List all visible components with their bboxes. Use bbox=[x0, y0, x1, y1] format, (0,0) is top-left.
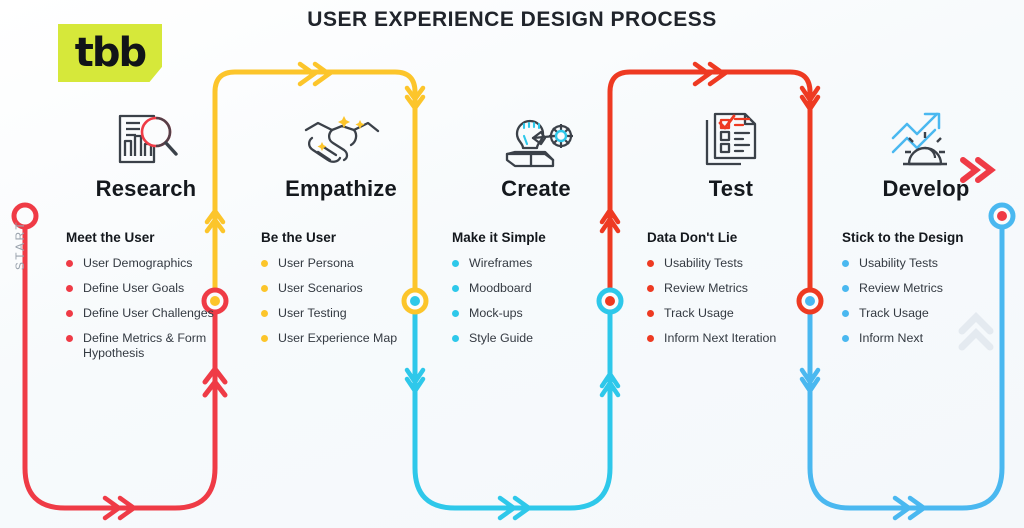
list-item: User Persona bbox=[261, 256, 439, 271]
list-item: Inform Next bbox=[842, 331, 1024, 346]
list-item: Define Metrics & Form Hypothesis bbox=[66, 331, 244, 361]
list-item-label: Moodboard bbox=[469, 281, 532, 295]
list-item: User Scenarios bbox=[261, 281, 439, 296]
list-item-label: User Testing bbox=[278, 306, 347, 320]
list-item-label: Wireframes bbox=[469, 256, 533, 270]
list-item-label: Track Usage bbox=[664, 306, 734, 320]
bullet-dot bbox=[647, 335, 654, 342]
list-item: Usability Tests bbox=[647, 256, 829, 271]
stage-subhead: Make it Simple bbox=[452, 230, 546, 245]
list-item: Usability Tests bbox=[842, 256, 1024, 271]
list-item-label: Inform Next Iteration bbox=[664, 331, 777, 345]
list-item: Track Usage bbox=[842, 306, 1024, 321]
bullet-dot bbox=[452, 335, 459, 342]
bullet-dot bbox=[452, 260, 459, 267]
bullet-dot bbox=[66, 285, 73, 292]
list-item: Review Metrics bbox=[842, 281, 1024, 296]
logo-text: tbb bbox=[74, 30, 147, 76]
list-item-label: Define Metrics & Form Hypothesis bbox=[83, 331, 207, 360]
list-item: Inform Next Iteration bbox=[647, 331, 829, 346]
list-item-label: User Experience Map bbox=[278, 331, 398, 345]
stage-title: Test bbox=[708, 176, 754, 201]
page-title: USER EXPERIENCE DESIGN PROCESS bbox=[307, 8, 717, 31]
bullet-dot bbox=[66, 310, 73, 317]
stage-subhead: Stick to the Design bbox=[842, 230, 964, 245]
logo-plate bbox=[58, 24, 162, 82]
stage-column-develop: Develop Stick to the Design Usability Te… bbox=[828, 108, 1024, 356]
stage-column-create: Create Make it Simple Wireframes Moodboa… bbox=[438, 108, 634, 356]
list-item: User Demographics bbox=[66, 256, 244, 271]
list-item-label: Inform Next bbox=[859, 331, 924, 345]
list-item: Wireframes bbox=[452, 256, 634, 271]
bullet-dot bbox=[842, 310, 849, 317]
bullet-dot bbox=[261, 285, 268, 292]
bullet-dot bbox=[66, 260, 73, 267]
bullet-dot bbox=[647, 260, 654, 267]
handshake-sparkle-icon bbox=[243, 108, 439, 170]
stage-title: Empathize bbox=[285, 176, 397, 201]
list-item-label: Review Metrics bbox=[664, 281, 748, 295]
bullet-dot bbox=[842, 260, 849, 267]
bullet-dot bbox=[647, 285, 654, 292]
list-item-label: Define User Challenges bbox=[83, 306, 214, 320]
stage-subhead: Meet the User bbox=[66, 230, 155, 245]
list-item-label: Review Metrics bbox=[859, 281, 943, 295]
document-chart-magnifier-icon bbox=[48, 108, 244, 170]
list-item-label: User Persona bbox=[278, 256, 354, 270]
stage-item-list: User Persona User Scenarios User Testing… bbox=[261, 256, 439, 346]
list-item-label: User Scenarios bbox=[278, 281, 363, 295]
bullet-dot bbox=[452, 285, 459, 292]
list-item-label: Track Usage bbox=[859, 306, 929, 320]
list-item-label: Mock-ups bbox=[469, 306, 523, 320]
bullet-dot bbox=[842, 285, 849, 292]
stage-title: Research bbox=[95, 176, 197, 201]
stage-title: Develop bbox=[882, 176, 970, 201]
bullet-dot bbox=[842, 335, 849, 342]
bullet-dot bbox=[647, 310, 654, 317]
stage-column-empathize: Empathize Be the User User Persona User … bbox=[243, 108, 439, 356]
bullet-dot bbox=[452, 310, 459, 317]
stage-item-list: Wireframes Moodboard Mock-ups Style Guid… bbox=[452, 256, 634, 346]
stage-item-list: Usability Tests Review Metrics Track Usa… bbox=[842, 256, 1024, 346]
list-item: Moodboard bbox=[452, 281, 634, 296]
stage-column-research: Research Meet the User User Demographics… bbox=[48, 108, 244, 371]
list-item-label: Usability Tests bbox=[664, 256, 743, 270]
list-item: Style Guide bbox=[452, 331, 634, 346]
list-item-label: Define User Goals bbox=[83, 281, 185, 295]
brand-logo: tbb bbox=[58, 24, 162, 82]
list-item-label: User Demographics bbox=[83, 256, 193, 270]
bullet-dot bbox=[66, 335, 73, 342]
list-item: Track Usage bbox=[647, 306, 829, 321]
bullet-dot bbox=[261, 335, 268, 342]
checklist-document-icon bbox=[633, 108, 829, 170]
stage-item-list: User Demographics Define User Goals Defi… bbox=[66, 256, 244, 361]
start-label: START bbox=[13, 219, 27, 271]
list-item-label: Style Guide bbox=[469, 331, 534, 345]
list-item: User Experience Map bbox=[261, 331, 439, 346]
list-item: Define User Challenges bbox=[66, 306, 244, 321]
list-item: User Testing bbox=[261, 306, 439, 321]
stage-column-test: Test Data Don't Lie Usability Tests Revi… bbox=[633, 108, 829, 356]
bullet-dot bbox=[261, 310, 268, 317]
list-item: Mock-ups bbox=[452, 306, 634, 321]
bullet-dot bbox=[261, 260, 268, 267]
list-item-label: Usability Tests bbox=[859, 256, 938, 270]
stage-item-list: Usability Tests Review Metrics Track Usa… bbox=[647, 256, 829, 346]
stage-subhead: Data Don't Lie bbox=[647, 230, 738, 245]
stage-title: Create bbox=[501, 176, 571, 201]
list-item: Review Metrics bbox=[647, 281, 829, 296]
stage-subhead: Be the User bbox=[261, 230, 337, 245]
list-item: Define User Goals bbox=[66, 281, 244, 296]
lightbulb-pencil-gear-box-icon bbox=[438, 108, 634, 170]
gear-growth-arrow-icon bbox=[828, 108, 1024, 170]
